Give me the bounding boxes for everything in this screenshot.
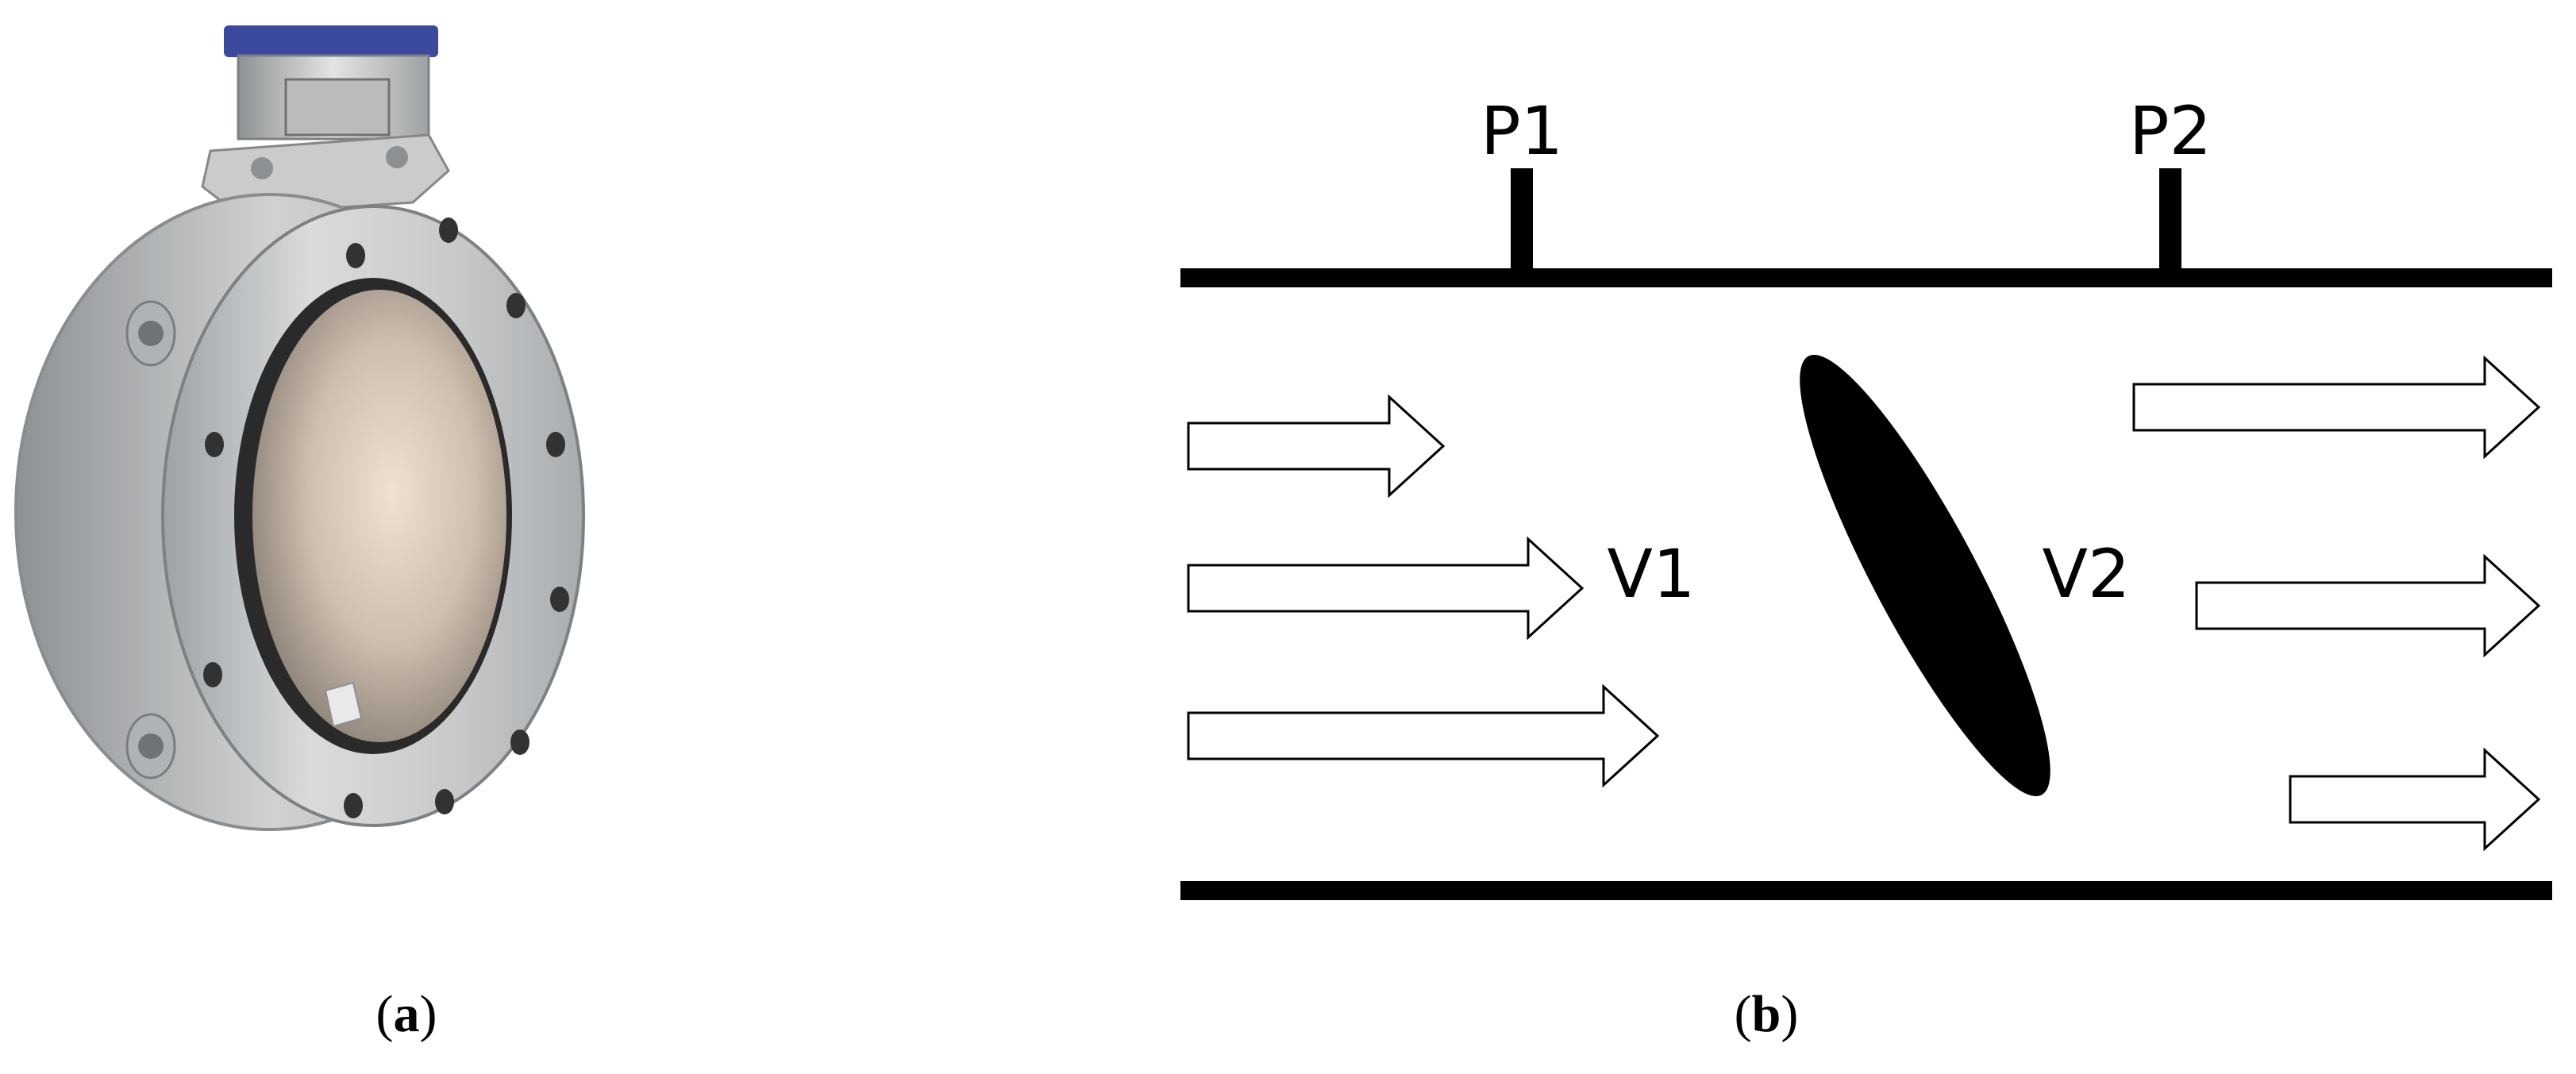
mount-bolt bbox=[251, 157, 273, 179]
inlet-flow-arrow bbox=[1187, 683, 1660, 788]
caption-paren-close: ) bbox=[1781, 985, 1799, 1043]
outlet-flow-arrow bbox=[2195, 553, 2541, 658]
caption-paren-open: ( bbox=[1734, 985, 1752, 1043]
inlet-flow-arrow bbox=[1187, 536, 1584, 641]
butterfly-valve-photo bbox=[14, 25, 585, 831]
label-v1: V1 bbox=[1608, 535, 1696, 613]
label-p2: P2 bbox=[2129, 92, 2212, 170]
valve-disc bbox=[252, 290, 506, 742]
valve-disc-section bbox=[1800, 354, 2050, 797]
flange-bolt-holes bbox=[203, 217, 569, 818]
caption-paren-open: ( bbox=[375, 985, 394, 1043]
caption-paren-close: ) bbox=[419, 985, 437, 1043]
hex-bolt bbox=[138, 733, 164, 759]
inlet-flow-arrow bbox=[1187, 394, 1446, 499]
label-p1: P1 bbox=[1481, 92, 1563, 170]
hex-bolt bbox=[138, 321, 164, 346]
disc-pin bbox=[324, 681, 363, 728]
caption-panel-b: (b) bbox=[1735, 988, 1799, 1041]
caption-letter-b: b bbox=[1751, 985, 1781, 1043]
outlet-flow-arrow bbox=[2289, 747, 2541, 852]
pressure-tap-p2 bbox=[2159, 168, 2181, 287]
valve-coupling bbox=[284, 78, 391, 137]
outlet-flow-arrow bbox=[2132, 355, 2541, 460]
pressure-tap-p1 bbox=[1511, 168, 1533, 287]
actuator-block bbox=[224, 25, 438, 57]
label-v2: V2 bbox=[2043, 535, 2131, 613]
pipe-bottom-wall bbox=[1180, 881, 2552, 900]
pipe-top-wall bbox=[1180, 268, 2552, 287]
caption-panel-a: (a) bbox=[376, 988, 437, 1041]
caption-letter-a: a bbox=[393, 985, 420, 1043]
mount-bolt bbox=[386, 146, 408, 168]
flow-schematic: P1 P2 V1 V2 bbox=[1180, 92, 2552, 900]
